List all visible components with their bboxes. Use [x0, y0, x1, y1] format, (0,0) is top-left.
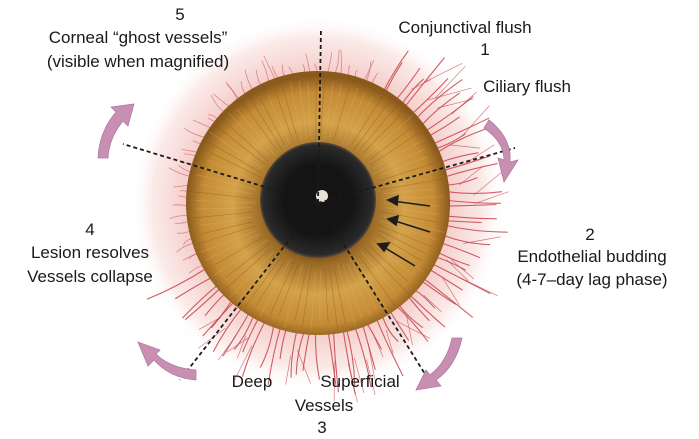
stage2-label-line1: Endothelial budding: [517, 247, 666, 267]
stage5-number: 5: [175, 5, 184, 25]
stage3-label-deep: Deep: [232, 372, 273, 392]
stage3-number: 3: [317, 418, 326, 438]
stage4-label-line1: Lesion resolves: [31, 243, 149, 263]
arrow-stage3-to-4: [138, 342, 196, 380]
stage4-label-line2: Vessels collapse: [27, 267, 153, 287]
stage1-number: 1: [480, 40, 489, 60]
stage1-label-line2: Ciliary flush: [483, 77, 571, 97]
stage4-number: 4: [85, 220, 94, 240]
stage2-number: 2: [585, 225, 594, 245]
stage5-label-line2: (visible when magnified): [47, 52, 229, 72]
stage2-label-line2: (4-7–day lag phase): [516, 270, 667, 290]
stage5-label-line1: Corneal “ghost vessels”: [49, 28, 228, 48]
stage3-label-superficial: Superficial: [320, 372, 399, 392]
stage1-label-line1: Conjunctival flush: [398, 18, 531, 38]
stage3-label-vessels: Vessels: [295, 396, 354, 416]
arrow-stage4-to-5: [98, 104, 134, 158]
